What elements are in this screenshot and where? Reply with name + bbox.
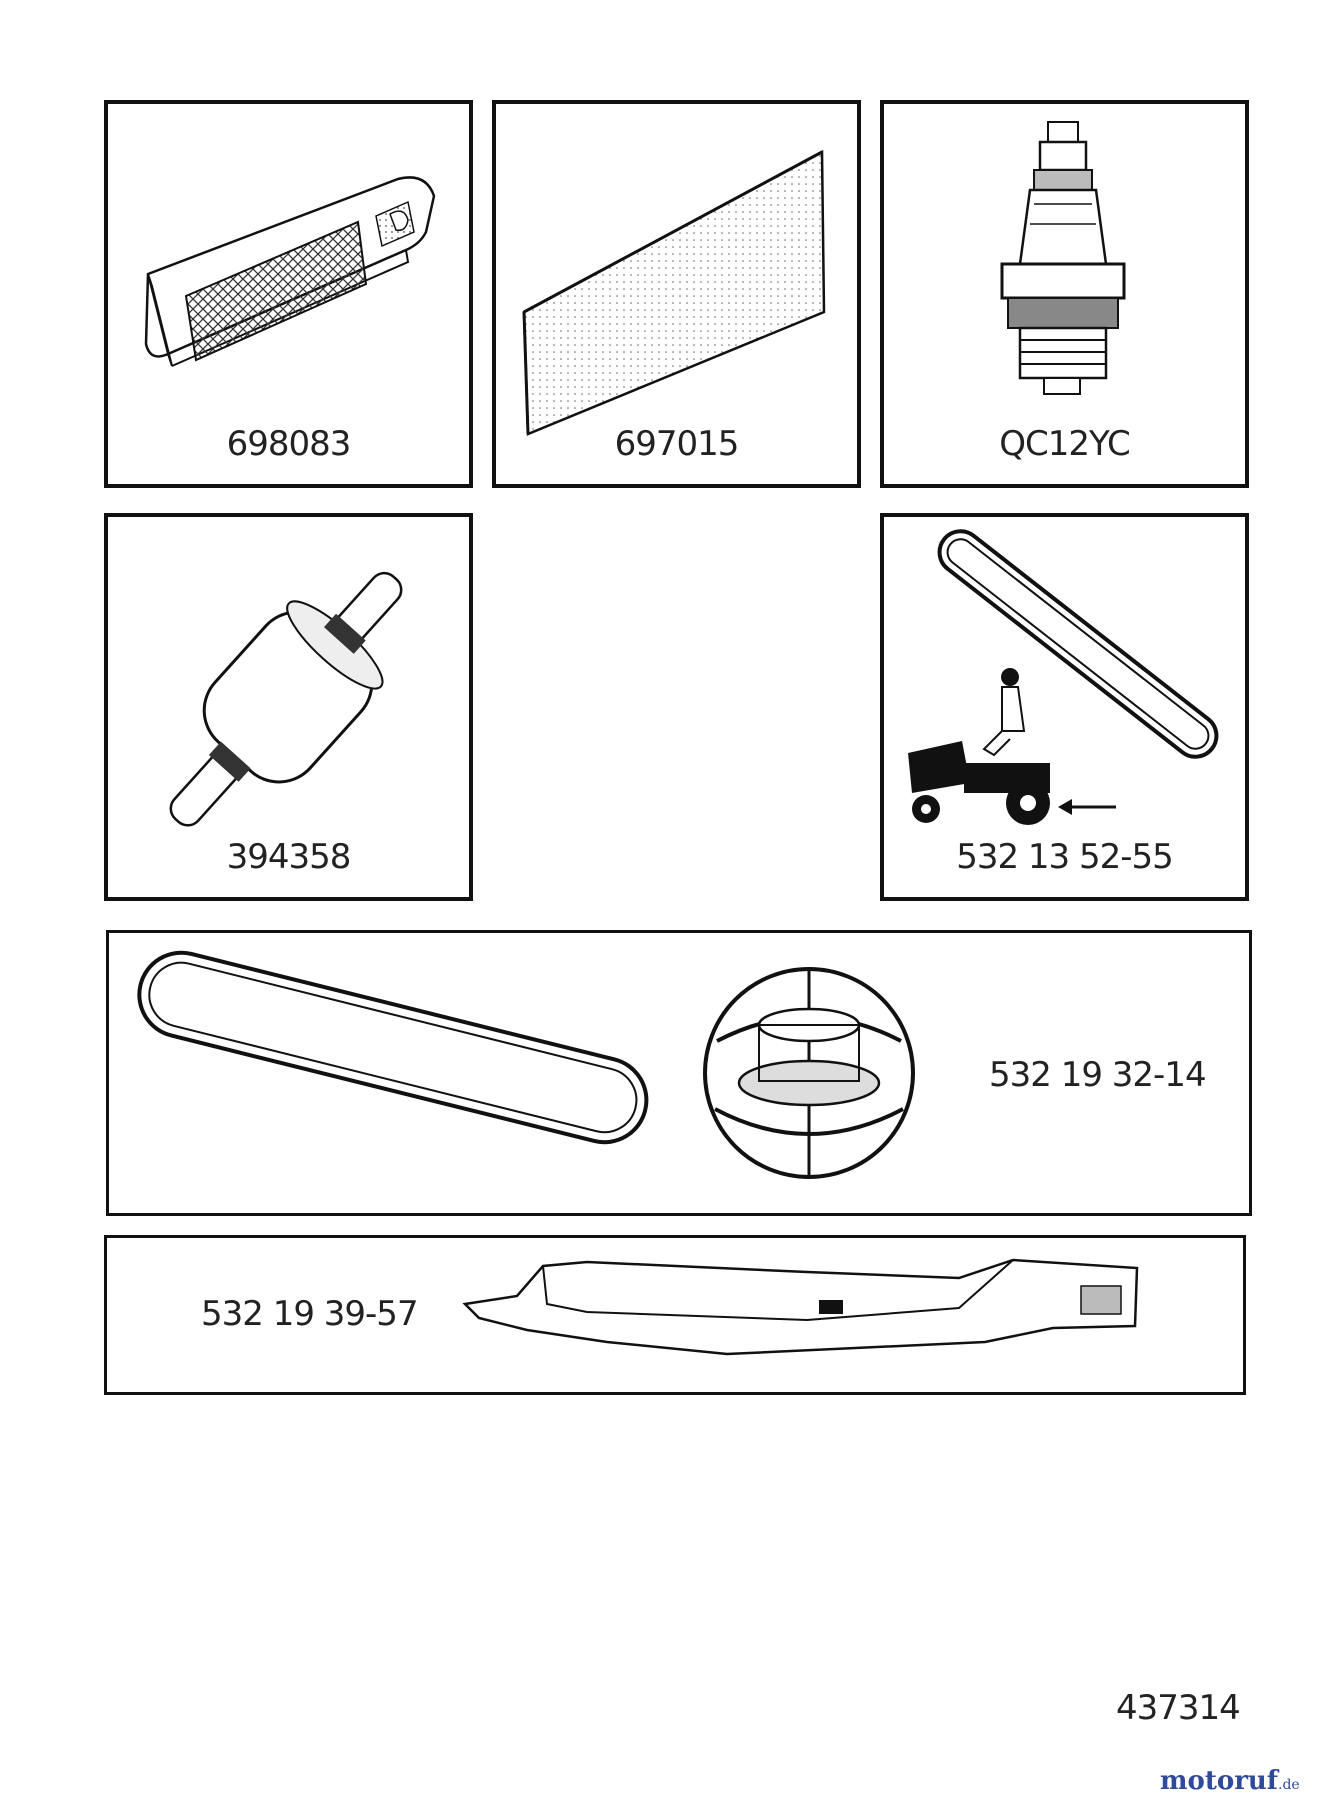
part-panel-spark-plug: QC12YC xyxy=(880,100,1249,488)
pulley-icon xyxy=(703,967,915,1179)
part-number-mower-blade: 532 19 39-57 xyxy=(201,1294,419,1334)
part-number-mower-belt-pulley: 532 19 32-14 xyxy=(989,1055,1207,1095)
tractor-icon xyxy=(908,668,1050,825)
air-filter-illustration xyxy=(144,176,436,367)
pre-filter-illustration xyxy=(522,149,826,436)
part-number-fuel-filter: 394358 xyxy=(226,837,352,877)
spark-plug-illustration xyxy=(1000,121,1126,395)
part-panel-air-filter: 698083 xyxy=(104,100,473,488)
part-panel-fuel-filter: 394358 xyxy=(104,513,473,901)
fuel-filter-illustration xyxy=(169,571,403,827)
mower-blade-illustration xyxy=(462,1258,1139,1356)
part-number-air-filter: 698083 xyxy=(226,424,352,464)
watermark-suffix: .de xyxy=(1278,1777,1300,1793)
watermark-logo: motoruf.de xyxy=(1160,1766,1300,1796)
part-number-pre-filter: 697015 xyxy=(614,424,740,464)
part-panel-mower-blade: 532 19 39-57 xyxy=(104,1235,1246,1395)
part-panel-drive-belt: 532 13 52-55 xyxy=(880,513,1249,901)
diagram-code: 437314 xyxy=(1116,1688,1241,1728)
part-number-drive-belt: 532 13 52-55 xyxy=(956,837,1174,877)
part-panel-pre-filter: 697015 xyxy=(492,100,861,488)
drive-belt-illustration xyxy=(908,529,1219,825)
watermark-text: motoruf xyxy=(1160,1766,1278,1796)
arrow-left-icon xyxy=(1058,799,1116,815)
part-number-spark-plug: QC12YC xyxy=(999,424,1130,464)
part-panel-mower-belt-pulley: 532 19 32-14 xyxy=(106,930,1252,1216)
mower-belt-pulley-illustration xyxy=(137,950,915,1179)
